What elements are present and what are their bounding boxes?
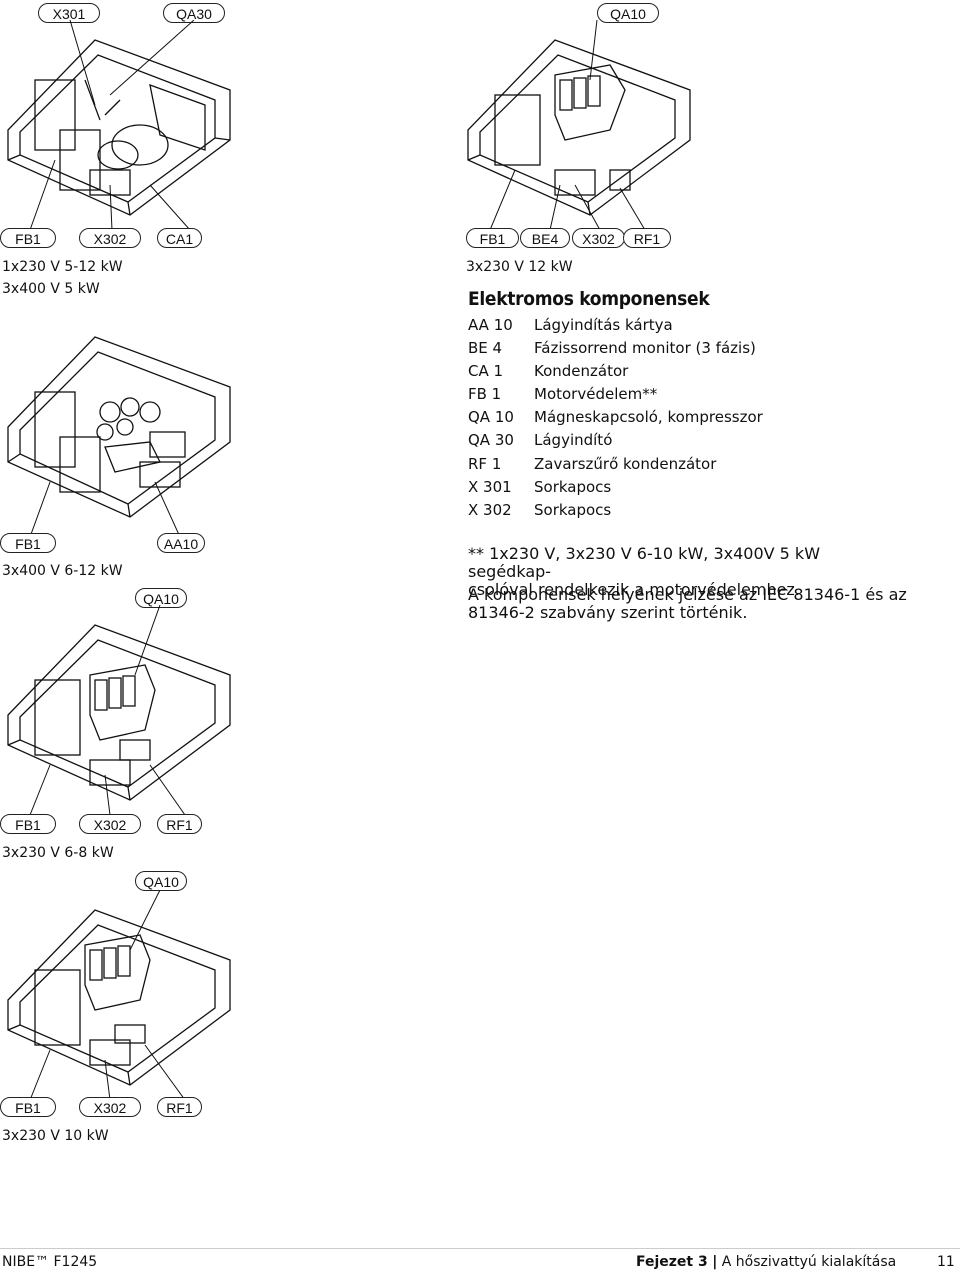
legend-desc: Kondenzátor (534, 362, 629, 381)
legend-desc: Lágyindítás kártya (534, 316, 673, 334)
legend-item: CA 1 Kondenzátor (468, 360, 763, 383)
legend-code: RF 1 (468, 454, 502, 473)
label-x302: X302 (79, 1097, 141, 1117)
legend-code: QA 30 (468, 431, 514, 450)
label-fb1: FB1 (466, 228, 519, 248)
label-fb1: FB1 (0, 533, 56, 553)
legend-desc: Mágneskapcsoló, kompresszor (534, 408, 763, 427)
footer-divider (0, 1248, 960, 1249)
legend-desc: Sorkapocs (534, 500, 612, 519)
footer-separator: | (712, 1254, 718, 1270)
legend-desc: Fázissorrend monitor (3 fázis) (534, 339, 756, 358)
electrical-box-diagram-5 (7, 890, 231, 1100)
label-ca1: CA1 (157, 228, 202, 248)
note-line: A komponensek helyének jelzése az IEC 81… (468, 585, 907, 604)
caption-diagram-1-line2: 3x400 V 5 kW (2, 281, 100, 297)
caption-diagram-1-line1: 1x230 V 5-12 kW (2, 259, 123, 275)
label-fb1: FB1 (0, 1097, 56, 1117)
caption-diagram-2: 3x230 V 12 kW (466, 259, 573, 275)
note-line: ** 1x230 V, 3x230 V 6-10 kW, 3x400V 5 kW… (468, 544, 821, 581)
note-motor-protection: ** 1x230 V, 3x230 V 6-10 kW, 3x400V 5 kW… (468, 545, 908, 599)
legend-list: AA 10 Lágyindítás kártya BE 4 Fázissorrend… (468, 314, 763, 522)
legend-desc: Zavarszűrő kondenzátor (534, 454, 717, 473)
caption-diagram-5: 3x230 V 10 kW (2, 1128, 109, 1144)
label-qa30: QA30 (163, 3, 225, 23)
legend-code: CA 1 (468, 362, 504, 381)
legend-title: Elektromos komponensek (468, 288, 710, 310)
legend-code: AA 10 (468, 316, 513, 334)
note-iec-standard: A komponensek helyének jelzése az IEC 81… (468, 586, 908, 622)
label-qa10: QA10 (135, 871, 187, 891)
page-number: 11 (937, 1254, 955, 1270)
footer-section: A hőszivattyú kialakítása (721, 1254, 897, 1270)
label-aa10: AA10 (157, 533, 205, 553)
legend-code: X 301 (468, 477, 512, 496)
legend-item: QA 10 Mágneskapcsoló, kompresszor (468, 406, 763, 429)
legend-desc: Lágyindító (534, 431, 613, 450)
legend-item: AA 10 Lágyindítás kártya (468, 314, 763, 337)
caption-diagram-4: 3x230 V 6-8 kW (2, 845, 114, 861)
electrical-box-diagram-4 (7, 605, 231, 815)
legend-desc: Motorvédelem** (534, 385, 658, 404)
note-line: 81346-2 szabvány szerint történik. (468, 603, 748, 622)
footer-chapter-info: Fejezet 3 | A hőszivattyú kialakítása (636, 1254, 896, 1270)
legend-desc: Sorkapocs (534, 477, 612, 496)
legend-item: BE 4 Fázissorrend monitor (3 fázis) (468, 337, 763, 360)
label-be4: BE4 (520, 228, 570, 248)
label-fb1: FB1 (0, 814, 56, 834)
legend-code: QA 10 (468, 408, 514, 427)
legend-item: FB 1 Motorvédelem** (468, 383, 763, 406)
caption-diagram-3: 3x400 V 6-12 kW (2, 563, 123, 579)
label-qa10: QA10 (597, 3, 659, 23)
legend-item: X 302 Sorkapocs (468, 499, 763, 522)
footer-chapter: Fejezet 3 (636, 1254, 708, 1270)
label-rf1: RF1 (157, 1097, 202, 1117)
legend-code: BE 4 (468, 339, 503, 358)
footer-brand: NIBE™ F1245 (2, 1254, 98, 1270)
note-line: csolóval rendelkezik a motorvédelemhez. (468, 580, 800, 599)
label-x302: X302 (572, 228, 625, 248)
label-x301: X301 (38, 3, 100, 23)
electrical-box-diagram-2 (467, 20, 691, 230)
electrical-box-diagram-1 (7, 20, 231, 230)
label-rf1: RF1 (157, 814, 202, 834)
electrical-box-diagram-3 (7, 336, 231, 537)
legend-code: FB 1 (468, 385, 502, 404)
legend-code: X 302 (468, 500, 512, 519)
legend-item: RF 1 Zavarszűrő kondenzátor (468, 453, 763, 476)
label-x302: X302 (79, 814, 141, 834)
label-rf1: RF1 (623, 228, 671, 248)
label-fb1: FB1 (0, 228, 56, 248)
legend-item: X 301 Sorkapocs (468, 476, 763, 499)
label-qa10: QA10 (135, 588, 187, 608)
label-x302: X302 (79, 228, 141, 248)
legend-item: QA 30 Lágyindító (468, 429, 763, 452)
